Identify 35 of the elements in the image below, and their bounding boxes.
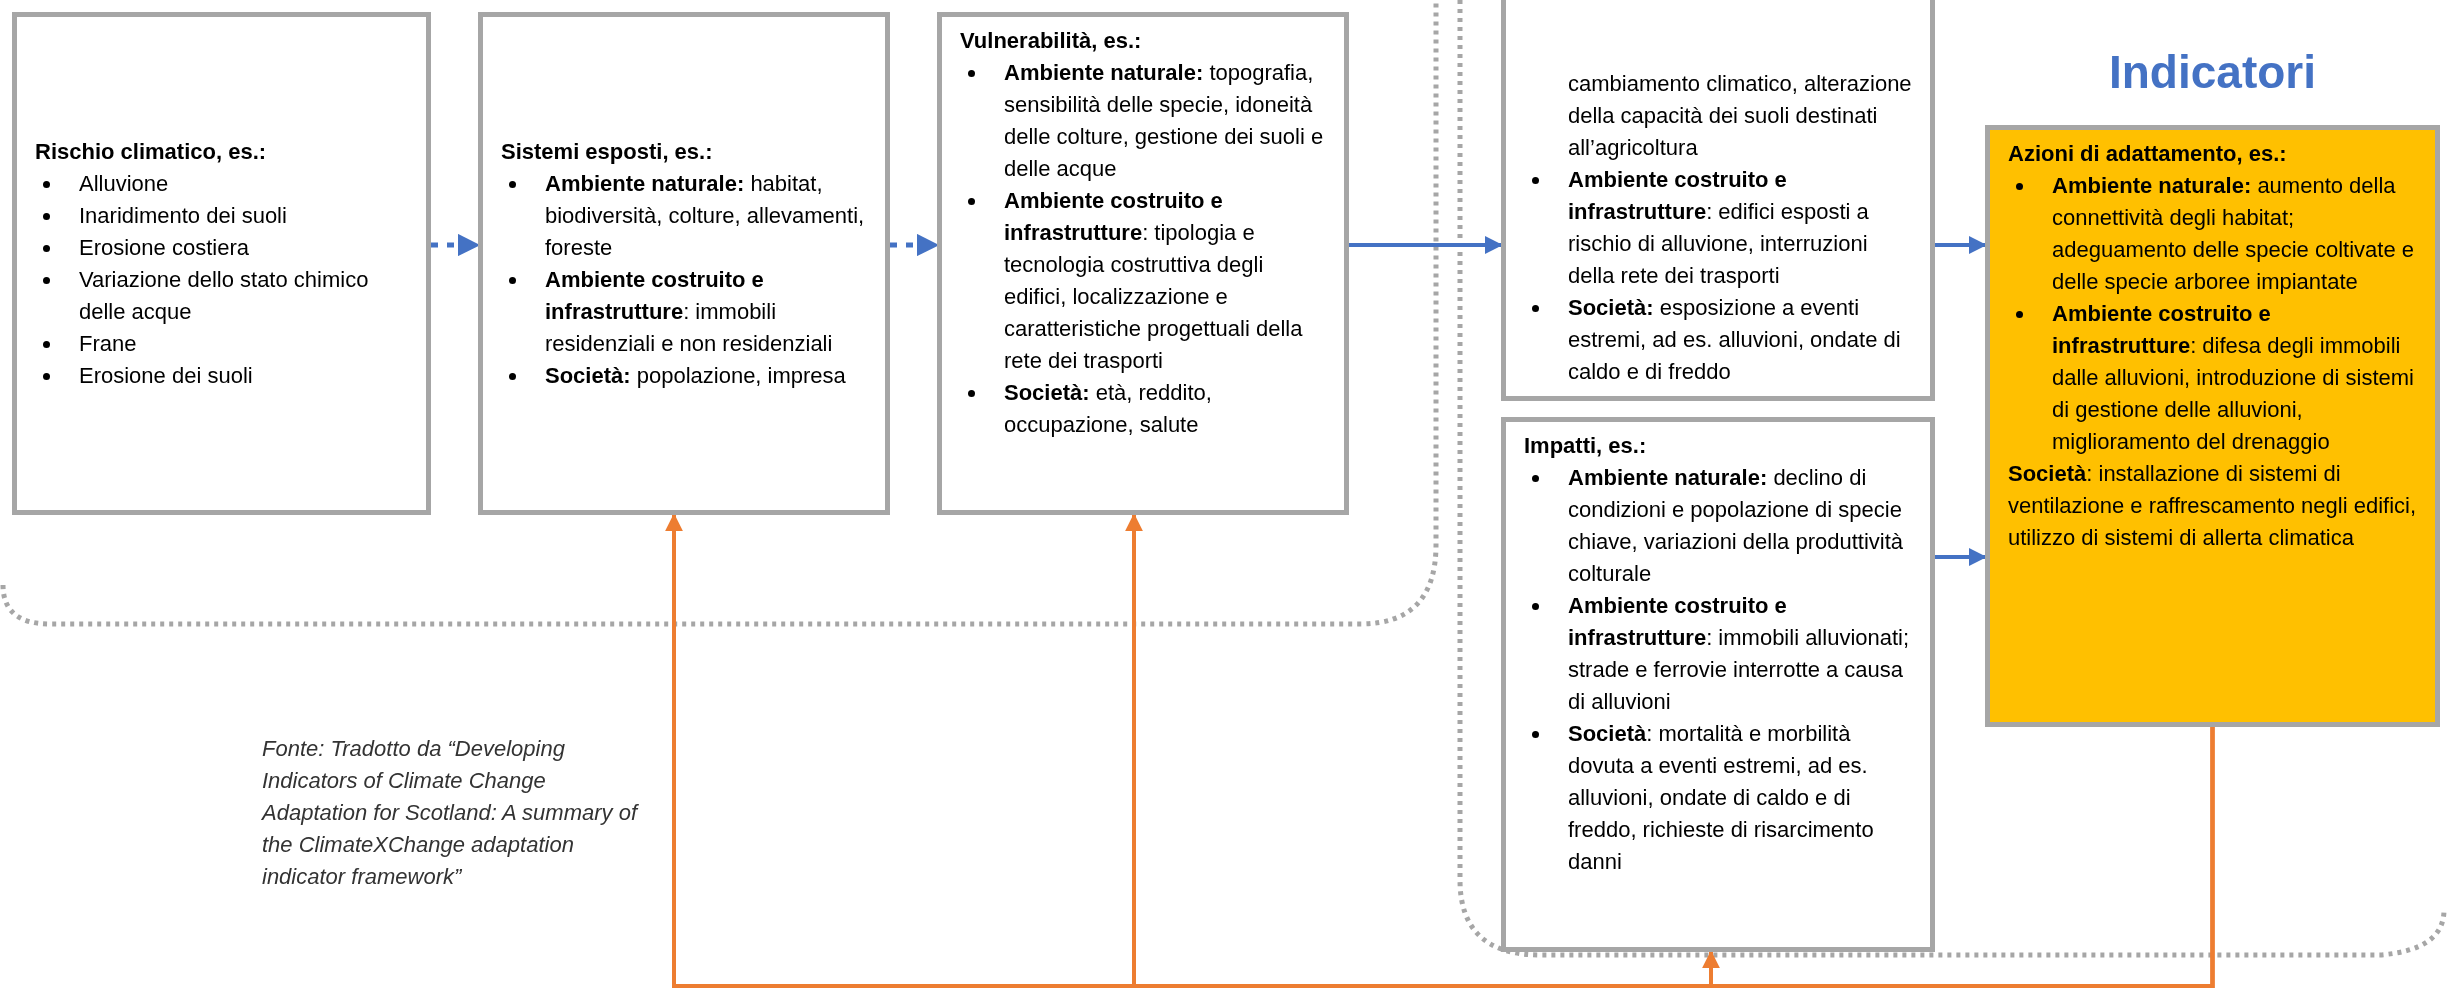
list-item-text: Ambiente naturale: declino di condizioni e popolazione di specie chiave, variazioni della produttività colturale [1568,465,1904,586]
list-item-text: Società: popolazione, impresa [545,362,846,388]
text-box [478,12,890,515]
list-item-text: Ambiente naturale: topografia, sensibilità delle specie, idoneità delle colture, gestione dei suoli e delle acque [1004,60,1324,181]
list-item-text: Variazione dello stato chimico delle acque [79,266,369,324]
list-item-text: Ambiente naturale: habitat, biodiversità, colture, allevamenti, foreste [545,170,865,260]
text-box [1985,125,2440,727]
list-item-text: Ambiente naturale: aumento della connettività degli habitat; adeguamento delle specie coltivate e delle specie arboree impiantate [2052,173,2415,294]
arrow [1349,236,1503,254]
list-item-text: Ambiente costruito e infrastrutture: difesa degli immobili dalle alluvioni, introduzione di sistemi di gestione delle alluvioni, miglioramento del drenaggio [2052,301,2414,454]
text-box [937,12,1349,515]
list-item-text: Alluvione [79,170,169,196]
section-title: Indicatori [2108,45,2317,99]
list-item-text: Società: esposizione a eventi estremi, ad es. alluvioni, ondate di caldo e di freddo [1568,295,1901,384]
list-item-text: Società: età, reddito, occupazione, salute [1004,380,1212,437]
box-heading: Vulnerabilità, es.: [960,27,1143,55]
text-box [1501,0,1935,401]
source-caption: Fonte: Tradotto da “Developing Indicators of Climate Change Adaptation for Scotland: A summary of the ClimateXChange adaptation indicator framework” [262,735,640,891]
text-box [1501,417,1935,952]
list-item-text: Ambiente costruito e infrastrutture: immobili alluvionati; strade e ferrovie interrotte a causa di alluvioni [1568,593,1910,714]
list-item-text: Erosione costiera [79,234,249,260]
list-item-text: Inaridimento dei suoli [79,202,287,228]
box-heading: Rischio climatico, es.: [35,137,268,166]
arrow [1702,727,2215,988]
list-item-text: Società: installazione di sistemi di ventilazione e raffrescamento negli edifici, utilizzo di sistemi di allerta climatica [2008,460,2418,552]
list-item-text: Frane [79,330,137,356]
list-item-text: cambiamento climatico, alterazione della capacità dei suoli destinati all’agricoltura [1568,71,1912,160]
list-item-text: Erosione dei suoli [79,362,253,388]
box-heading: Sistemi esposti, es.: [501,137,714,166]
box-heading: Azioni di adattamento, es.: [2008,140,2288,168]
arrow [1935,548,1987,566]
text-box [12,12,431,515]
arrow [1935,236,1987,254]
box-heading: Impatti, es.: [1524,432,1648,460]
list-item-text: Società: mortalità e morbilità dovuta a eventi estremi, ad es. alluvioni, ondate di caldo e di freddo, richieste di risarcimento danni [1568,721,1874,874]
